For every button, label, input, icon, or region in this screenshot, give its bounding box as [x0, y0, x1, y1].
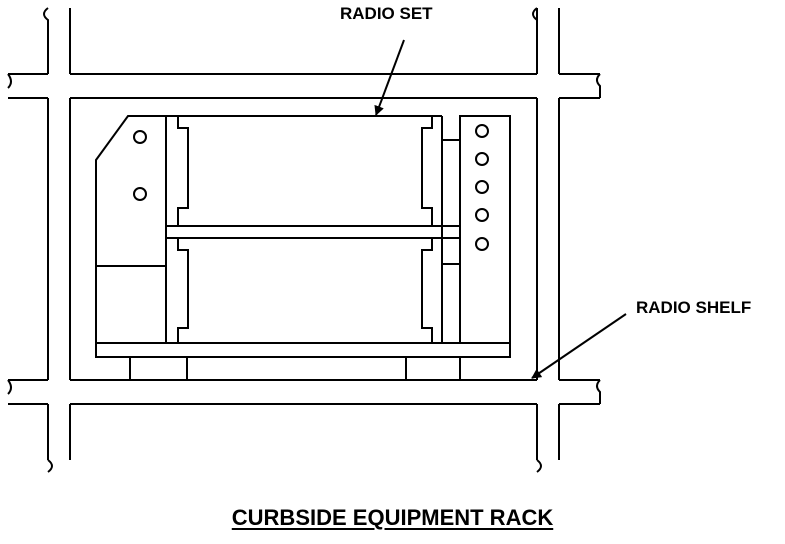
radio-shelf-label: RADIO SHELF: [636, 298, 752, 317]
radio-shelf: [95, 342, 511, 380]
left-vertical-post: [43, 7, 71, 473]
bottom-horizontal-beam: [7, 379, 601, 405]
radio-set: [166, 115, 460, 343]
diagram-title: CURBSIDE EQUIPMENT RACK: [231, 505, 554, 530]
radio-set-label: RADIO SET: [340, 4, 433, 23]
left-mounting-bracket: [95, 115, 167, 343]
right-vertical-post: [532, 7, 560, 473]
radio-set-leader-arrow: [374, 39, 405, 116]
right-connector-panel: [459, 115, 511, 344]
radio-shelf-leader-arrow: [531, 313, 627, 379]
top-horizontal-beam: [7, 73, 601, 99]
